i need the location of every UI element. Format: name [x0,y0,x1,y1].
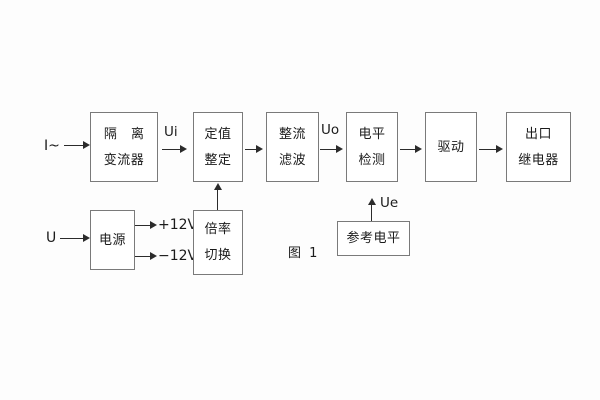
block-level-detect[interactable]: 电平 检测 [346,112,398,182]
block-rectify-filter-line2: 滤波 [278,152,306,168]
link-setting-to-rectify-arrowhead [256,145,263,153]
input-voltage-arrowhead [83,234,90,242]
signal-ui-line [162,149,184,150]
link-drive-to-relay-line [479,149,499,150]
block-output-relay[interactable]: 出口 继电器 [506,112,571,182]
link-multiplier-to-setting-arrowhead [214,183,222,190]
block-level-detect-line2: 检测 [358,152,386,168]
block-setting-value-line1: 定值 [204,126,232,142]
block-reference-level[interactable]: 参考电平 [337,221,410,256]
rail-negative-line [135,256,153,257]
rail-negative-label: −12V [158,248,198,264]
link-setting-to-rectify-line [245,149,259,150]
link-level-to-drive-arrowhead [415,145,422,153]
figure-caption: 图 1 [288,246,320,261]
signal-uo-line [320,149,340,150]
block-setting-value-line2: 整定 [204,152,232,168]
rail-positive-label: +12V [158,217,198,233]
block-power-supply[interactable]: 电源 [90,210,135,270]
link-multiplier-to-setting-line [217,189,218,210]
link-reference-to-level-arrowhead [368,198,376,205]
block-reference-level-line1: 参考电平 [346,231,401,246]
block-rectify-filter[interactable]: 整流 滤波 [266,112,319,182]
block-multiplier-switch[interactable]: 倍率 切换 [193,210,243,275]
rail-positive-line [135,225,153,226]
input-current-label: I~ [44,138,60,154]
block-drive[interactable]: 驱动 [425,112,477,182]
signal-ue-label: Ue [380,195,399,211]
link-drive-to-relay-arrowhead [496,145,503,153]
block-isolation-transformer-line1: 隔 离 [103,126,150,142]
block-output-relay-line2: 继电器 [518,152,559,168]
block-level-detect-line1: 电平 [358,126,386,142]
rail-negative-arrowhead [150,252,157,260]
input-voltage-line [60,238,88,239]
block-setting-value[interactable]: 定值 整定 [193,112,243,182]
signal-uo-arrowhead [336,145,343,153]
block-multiplier-switch-line1: 倍率 [204,222,232,237]
block-power-supply-line1: 电源 [98,232,126,248]
input-voltage-label: U [46,230,57,246]
input-current-line [64,145,88,146]
signal-ui-arrowhead [180,145,187,153]
block-isolation-transformer-line2: 变流器 [103,152,145,168]
link-level-to-drive-line [400,149,418,150]
rail-positive-arrowhead [150,221,157,229]
block-isolation-transformer[interactable]: 隔 离 变流器 [90,112,158,182]
input-current-arrowhead [83,141,90,149]
signal-uo-label: Uo [321,122,340,138]
block-multiplier-switch-line2: 切换 [204,248,232,263]
block-rectify-filter-line1: 整流 [278,126,306,142]
block-output-relay-line1: 出口 [524,126,552,142]
link-reference-to-level-line [371,204,372,221]
signal-ui-label: Ui [164,124,178,140]
block-drive-line1: 驱动 [437,139,465,155]
